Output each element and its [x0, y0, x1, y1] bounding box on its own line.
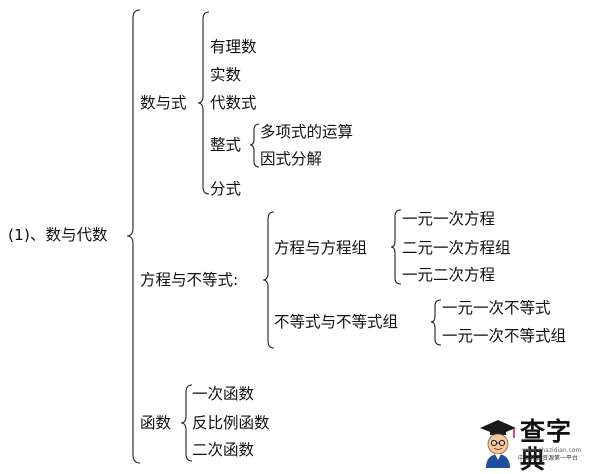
leaf-yiyuan-yici-buduengshizu: 一元一次不等式组: [442, 327, 567, 345]
leaf-yiyuan-erci-fangcheng: 一元二次方程: [402, 266, 496, 284]
branch-label-hanshu: 函数: [140, 414, 172, 432]
root-label: (1)、数与代数: [8, 226, 108, 244]
leaf-youlishu: 有理数: [210, 38, 257, 56]
node-fangcheng-fangchengzu: 方程与方程组: [274, 239, 368, 257]
zhengshi-bracket: [249, 123, 260, 168]
fangchengzu-bracket: [390, 209, 402, 285]
leaf-yinshi-fenjie: 因式分解: [260, 150, 323, 168]
logo-title: 查字典: [520, 417, 573, 474]
leaf-shishu: 实数: [210, 66, 242, 84]
leaf-eryuan-yici-fangchengzu: 二元一次方程组: [402, 239, 511, 257]
hanshu-bracket: [180, 384, 193, 462]
logo-slogan: 中文教育资源第一平台: [518, 455, 579, 462]
chazidian-logo: 查字典 www.chazidian.com 中文教育资源第一平台: [470, 416, 592, 474]
leaf-yiyuan-yici-fangcheng: 一元一次方程: [402, 210, 496, 228]
node-zhengshi: 整式: [210, 136, 242, 154]
student-mascot-icon: [480, 420, 516, 468]
node-buduengshi-buduengshizu: 不等式与不等式组: [274, 313, 399, 331]
leaf-duoxiangshi-yunsuan: 多项式的运算: [260, 123, 354, 141]
leaf-yiyuan-yici-buduengshi: 一元一次不等式: [442, 299, 551, 317]
shuyushi-bracket: [197, 11, 210, 195]
branch-label-shuyushi: 数与式: [140, 94, 187, 112]
leaf-daishushi: 代数式: [210, 94, 257, 112]
leaf-yici-hanshu: 一次函数: [192, 385, 255, 403]
leaf-fanbili-hanshu: 反比例函数: [192, 414, 270, 432]
buduengshizu-bracket: [430, 299, 442, 346]
branch-label-fangcheng-buduengshi: 方程与不等式:: [140, 271, 239, 289]
root-bracket: [126, 9, 141, 464]
logo-url: www.chazidian.com: [522, 447, 582, 454]
fangcheng-buduengshi-bracket: [262, 211, 275, 349]
leaf-erci-hanshu: 二次函数: [192, 441, 255, 459]
leaf-fenshi: 分式: [210, 180, 242, 198]
